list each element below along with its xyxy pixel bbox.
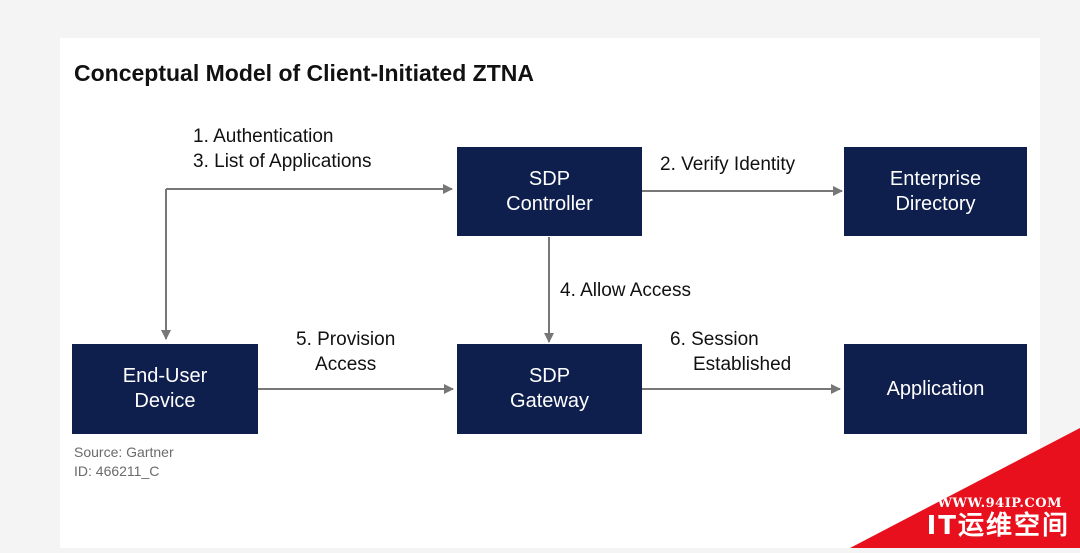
node-label-line: Gateway xyxy=(510,390,589,412)
edge-label-line: 5. Provision xyxy=(296,329,396,350)
edge-label-line: 4. Allow Access xyxy=(560,280,691,301)
node-application: Application xyxy=(844,344,1027,434)
source-line: Source: Gartner xyxy=(74,444,174,460)
watermark-url: WWW.94IP.COM xyxy=(937,496,1062,511)
watermark: WWW.94IP.COM IT运维空间 xyxy=(850,428,1080,548)
edge-label-line: 2. Verify Identity xyxy=(660,154,796,175)
node-label-line: End-User xyxy=(122,365,208,387)
edge-label-line: 3. List of Applications xyxy=(193,151,372,172)
edge-label-verify: 2. Verify Identity xyxy=(660,152,795,177)
edge-label-line: 6. Session xyxy=(670,329,759,350)
node-label-line: Application xyxy=(886,377,985,400)
node-label-line: Device xyxy=(134,390,196,412)
node-end-user-device: End-User Device xyxy=(72,344,258,434)
diagram-title: Conceptual Model of Client-Initiated ZTN… xyxy=(74,60,534,86)
node-label-line: Directory xyxy=(895,192,976,215)
node-label-line: Controller xyxy=(506,192,593,215)
node-enterprise-directory: Enterprise Directory xyxy=(844,147,1027,236)
edge-label-line: Access xyxy=(315,354,377,375)
node-label-line: SDP xyxy=(528,365,571,387)
edge-label-session: 6. Session Established xyxy=(670,327,791,377)
watermark-triangle xyxy=(850,428,1080,548)
edge-label-auth: 1. Authentication 3. List of Application… xyxy=(193,124,372,174)
node-label-line: SDP xyxy=(528,167,571,190)
edge-label-line: Established xyxy=(693,354,792,375)
source-note: Source: Gartner ID: 466211_C xyxy=(74,443,174,481)
node-sdp-controller: SDP Controller xyxy=(457,147,642,236)
source-id: ID: 466211_C xyxy=(74,463,160,479)
edge-label-line: 1. Authentication xyxy=(193,126,334,147)
node-sdp-gateway: SDP Gateway xyxy=(457,344,642,434)
watermark-brand: IT运维空间 xyxy=(926,511,1070,541)
edge-label-provision: 5. Provision Access xyxy=(296,327,395,377)
node-label-line: Enterprise xyxy=(889,167,982,190)
edge-label-allow: 4. Allow Access xyxy=(560,278,691,303)
